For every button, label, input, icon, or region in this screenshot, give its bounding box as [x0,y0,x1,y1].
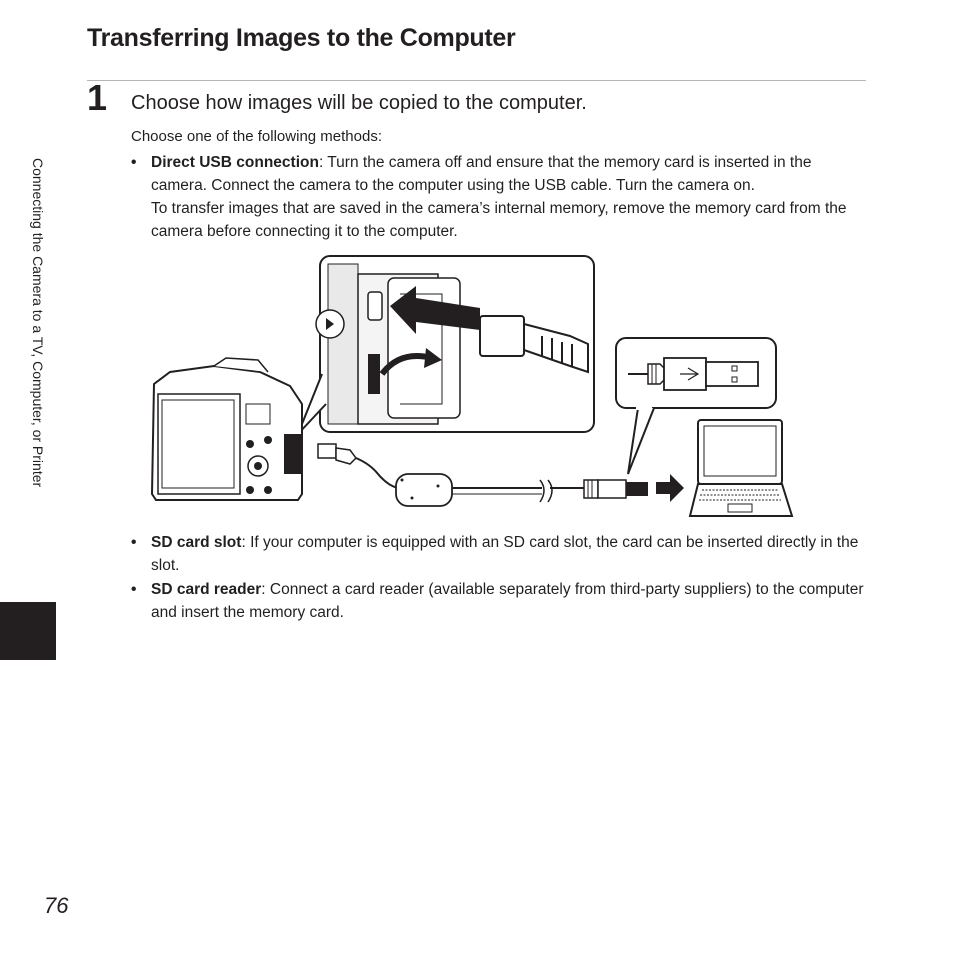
method-text: : If your computer is equipped with an S… [151,534,859,574]
page-number: 76 [44,893,69,918]
method-term: SD card slot [151,534,242,551]
usb-cable-icon [317,443,648,507]
laptop-icon [688,419,794,517]
step-intro: Choose one of the following methods: [131,128,382,145]
method-extra-text: To transfer images that are saved in the… [151,200,847,240]
arrow-right-icon [656,474,684,502]
method-text: : Connect a card reader (available separ… [151,581,864,621]
list-item: • Direct USB connection: Turn the camera… [131,151,871,243]
usb-plug-icon [615,337,777,475]
chapter-side-label: Connecting the Camera to a TV, Computer,… [30,158,46,488]
list-item: • SD card slot: If your computer is equi… [131,531,871,577]
camera-icon [150,357,303,501]
bullet-icon: • [131,581,137,598]
page-title: Transferring Images to the Computer [87,24,516,52]
method-list-continued: • SD card slot: If your computer is equi… [131,531,871,625]
list-item: • SD card reader: Connect a card reader … [131,578,871,624]
method-text: : Turn the camera off and ensure that th… [151,154,812,194]
step-number: 1 [87,77,108,118]
method-term: SD card reader [151,581,262,598]
bullet-icon: • [131,154,137,171]
step-heading: Choose how images will be copied to the … [131,92,587,114]
method-term: Direct USB connection [151,154,319,171]
chapter-tab [0,602,56,660]
bullet-icon: • [131,534,137,551]
title-divider [87,80,866,81]
method-list: • Direct USB connection: Turn the camera… [131,151,871,244]
usb-connection-illustration [150,255,794,517]
port-detail-callout [297,255,595,435]
